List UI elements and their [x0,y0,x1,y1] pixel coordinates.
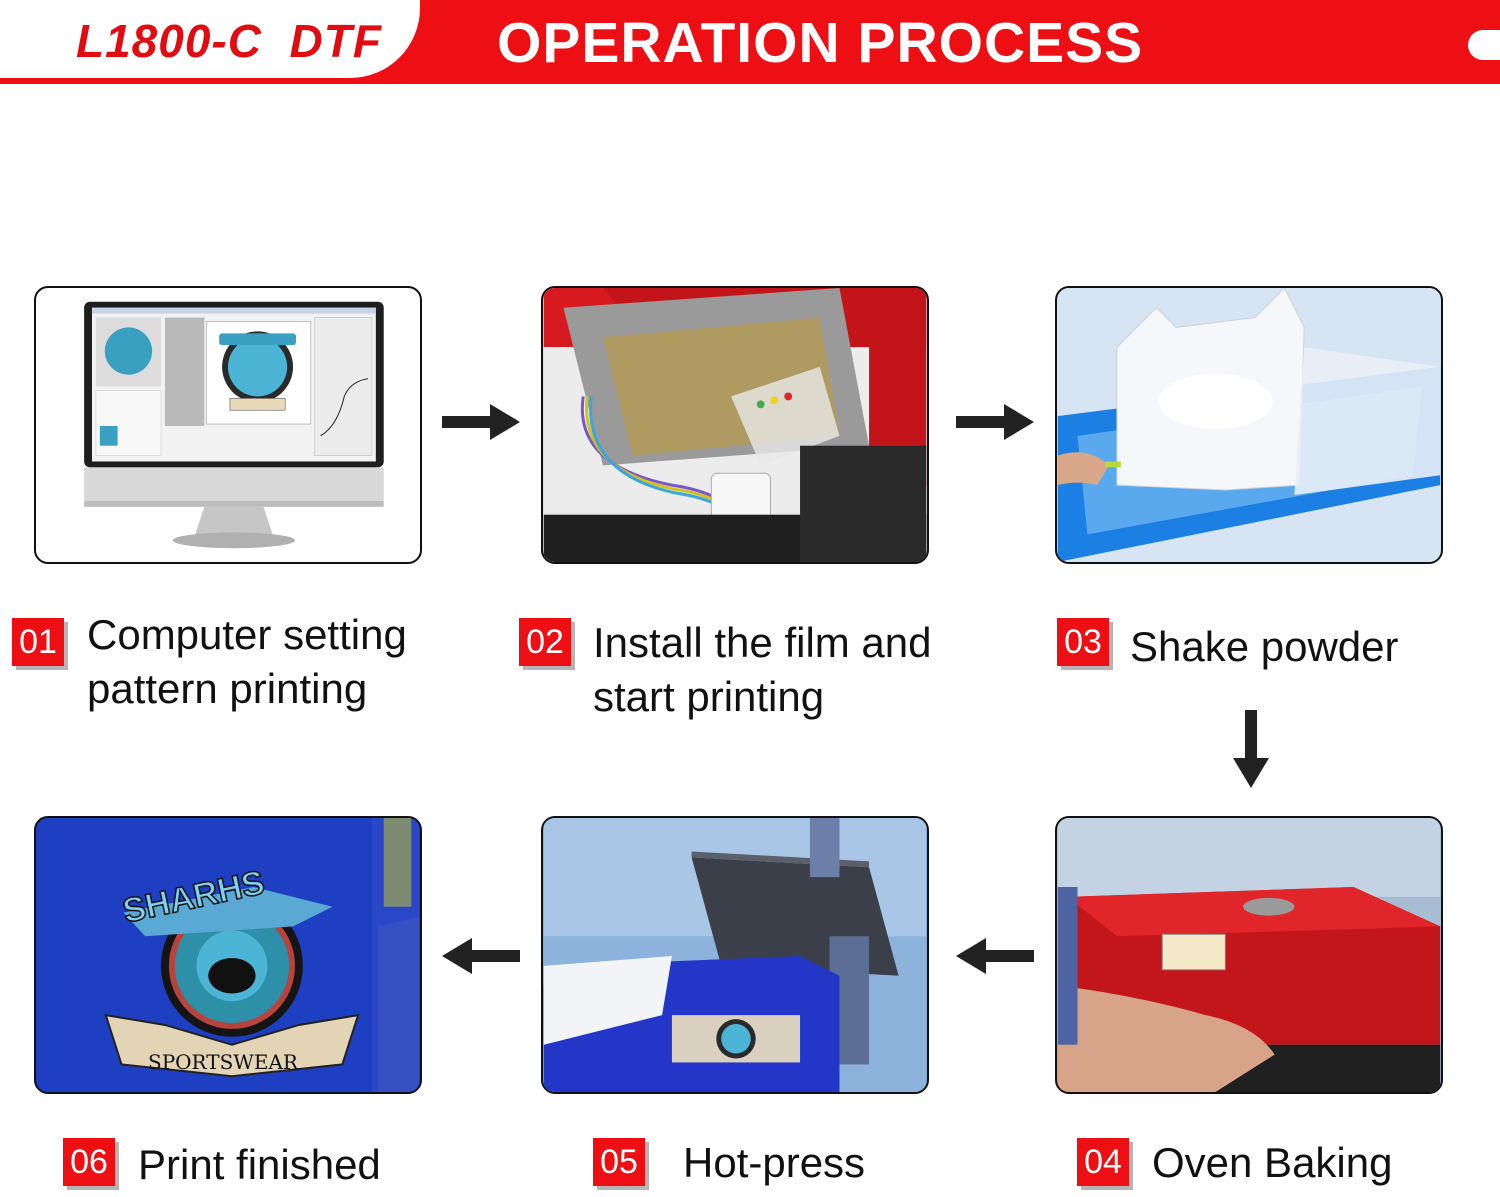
page-title: OPERATION PROCESS [497,11,1144,75]
model-name: L1800-C DTF [76,15,382,67]
step-caption-line1: Hot-press [683,1139,866,1186]
step-caption-line1: Computer setting [87,611,407,658]
header-banner: L1800-C DTF OPERATION PROCESS [0,0,1500,90]
printer-film-illustration [543,288,927,562]
step-caption-line1: Shake powder [1130,623,1399,670]
step-caption-line2: start printing [593,673,825,720]
arrow-right-icon [956,404,1034,440]
model-tab [0,0,420,78]
step-caption-line1: Print finished [138,1141,381,1188]
powder-tray-illustration [1057,288,1441,562]
step-number-badge: 03 [1057,618,1109,666]
header-underline [4,76,1500,84]
step-number-badge: 05 [593,1138,645,1186]
step-number-badge: 04 [1077,1138,1129,1186]
powder-tray-image [1055,286,1443,564]
printer-film-image [541,286,929,564]
computer-monitor-illustration [84,301,384,549]
step-number-badge: 02 [519,618,571,666]
arrow-left-icon [956,938,1034,974]
heat-press-image [541,816,929,1094]
heat-press-illustration [543,818,927,1092]
step-caption-line2: pattern printing [87,665,368,712]
oven-image [1055,816,1443,1094]
step-number-badge: 06 [63,1138,115,1186]
arrow-left-icon [442,938,520,974]
step-caption-line1: Install the film and [593,619,932,666]
finished-shirt-image: SHARHS SPORTSWEAR [34,816,422,1094]
shirt-logo-bottom-text: SPORTSWEAR [148,1050,298,1074]
step-caption-line1: Oven Baking [1152,1139,1393,1186]
arrow-right-icon [442,404,520,440]
oven-illustration [1057,818,1441,1092]
finished-shirt-illustration [36,818,420,1092]
arrow-down-icon [1233,710,1269,788]
header-pill-decoration [1468,30,1500,60]
step-number-badge: 01 [12,618,64,666]
computer-monitor-image [34,286,422,564]
